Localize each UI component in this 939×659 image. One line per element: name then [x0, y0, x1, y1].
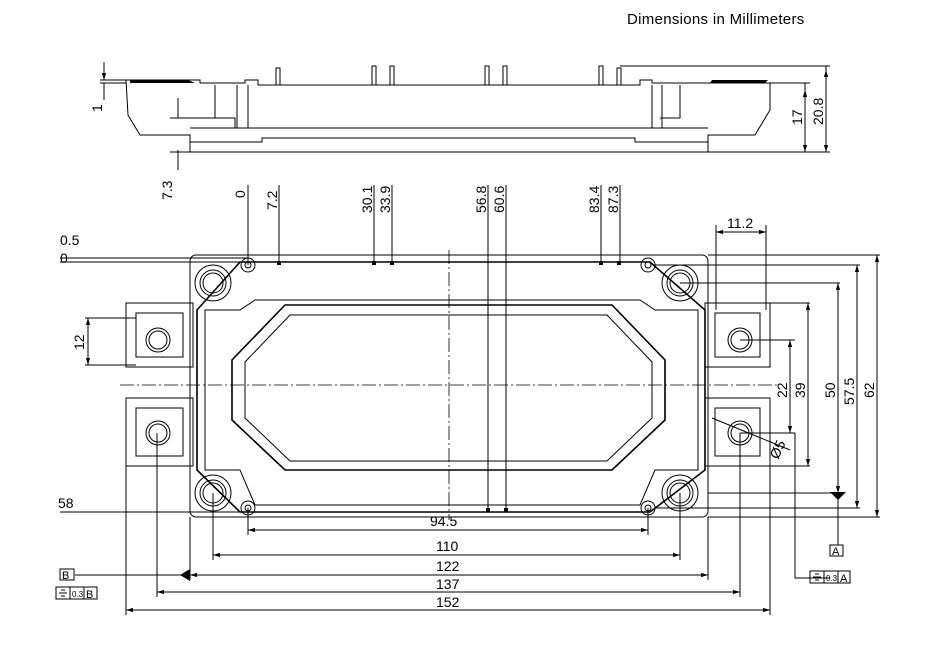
dim-v-4: 62 — [861, 382, 877, 398]
dim-offset: 0.5 — [60, 232, 80, 248]
datum-a: A 0.3 A — [809, 544, 851, 585]
dim-v-1: 39 — [792, 382, 808, 398]
pin-pos-4: 56.8 — [473, 186, 489, 213]
top-view: 0 7.2 30.1 33.9 56.8 60.6 83.4 87.3 0.5 … — [55, 185, 880, 615]
dim-v-0: 22 — [774, 382, 790, 398]
tolerance-b: 0.3 — [72, 590, 84, 599]
datum-a-label: A — [832, 546, 840, 558]
pin-pos-1: 7.2 — [264, 190, 280, 210]
dim-flange: 1 — [89, 104, 105, 112]
dim-hole-diameter: Ø5 — [766, 437, 788, 461]
pin-pos-6: 83.4 — [586, 186, 602, 213]
pin-pos-3: 33.9 — [377, 186, 393, 213]
dim-zero: 0 — [60, 250, 68, 266]
tolerance-a: 0.3 — [826, 574, 838, 583]
dim-h-1: 110 — [436, 538, 459, 554]
terminal-tabs — [125, 302, 771, 467]
dim-height: 17 — [789, 109, 805, 125]
pins — [275, 65, 622, 85]
symmetry-icon — [813, 573, 821, 581]
datum-b-ref: B — [86, 589, 93, 601]
dim-base: 7.3 — [159, 180, 175, 200]
symmetry-icon — [59, 589, 67, 597]
pin-pos-5: 60.6 — [491, 186, 507, 213]
dim-h-0: 94.5 — [430, 513, 457, 529]
drawing-title: Dimensions in Millimeters — [627, 11, 805, 28]
dim-h-3: 137 — [436, 576, 460, 592]
datum-a-ref: A — [840, 573, 848, 585]
dim-h-4: 152 — [436, 594, 460, 610]
dim-v-2: 50 — [822, 382, 838, 398]
dim-tab-width: 11.2 — [727, 215, 753, 231]
datum-b: B 0.3 B — [55, 568, 98, 601]
dim-tab-height: 12 — [71, 334, 87, 350]
mounting-holes — [194, 257, 699, 516]
dim-bottom: 58 — [58, 495, 74, 511]
pin-pos-7: 87.3 — [605, 186, 621, 213]
side-view: 1 7.3 17 20.8 — [89, 62, 830, 200]
dim-v-3: 57.5 — [841, 378, 857, 405]
pin-pos-2: 30.1 — [359, 186, 375, 213]
pin-pos-0: 0 — [232, 190, 248, 198]
dim-h-2: 122 — [436, 558, 460, 574]
datum-b-label: B — [62, 570, 69, 582]
dim-total-height: 20.8 — [810, 98, 826, 125]
